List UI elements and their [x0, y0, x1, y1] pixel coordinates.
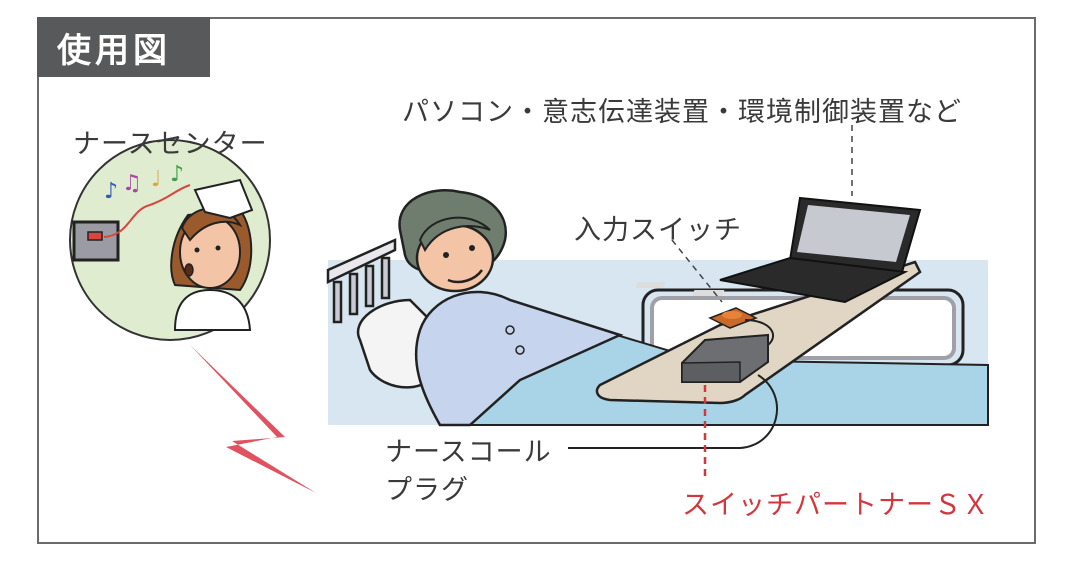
laptop-icon: [635, 196, 922, 304]
nurse-call-panel-icon: [72, 220, 120, 262]
label-product-name: スイッチパートナーＳＸ: [682, 490, 990, 521]
svg-text:♪: ♪: [104, 179, 118, 204]
label-nurse-call-plug-line1: ナースコール: [385, 437, 552, 468]
label-nurse-center: ナースセンター: [73, 129, 268, 160]
switch-button-icon: [708, 307, 758, 329]
svg-text:♩: ♩: [151, 167, 161, 192]
music-notes-icon: ♪ ♫ ♩ ♪: [104, 162, 184, 204]
nurse-figure: [170, 178, 254, 331]
nurse-center-illustration: ♪ ♫ ♩ ♪: [69, 139, 271, 341]
label-nurse-call-plug-line2: プラグ: [385, 475, 469, 506]
overbed-table: [568, 196, 922, 449]
lightning-icon: [190, 345, 316, 493]
label-input-switch: 入力スイッチ: [574, 215, 742, 246]
svg-text:♫: ♫: [122, 171, 142, 196]
controller-box-icon: [681, 333, 769, 383]
diagram-title: 使用図: [37, 17, 210, 77]
svg-text:♪: ♪: [170, 162, 184, 187]
label-devices: パソコン・意志伝達装置・環境制御装置など: [402, 97, 962, 128]
